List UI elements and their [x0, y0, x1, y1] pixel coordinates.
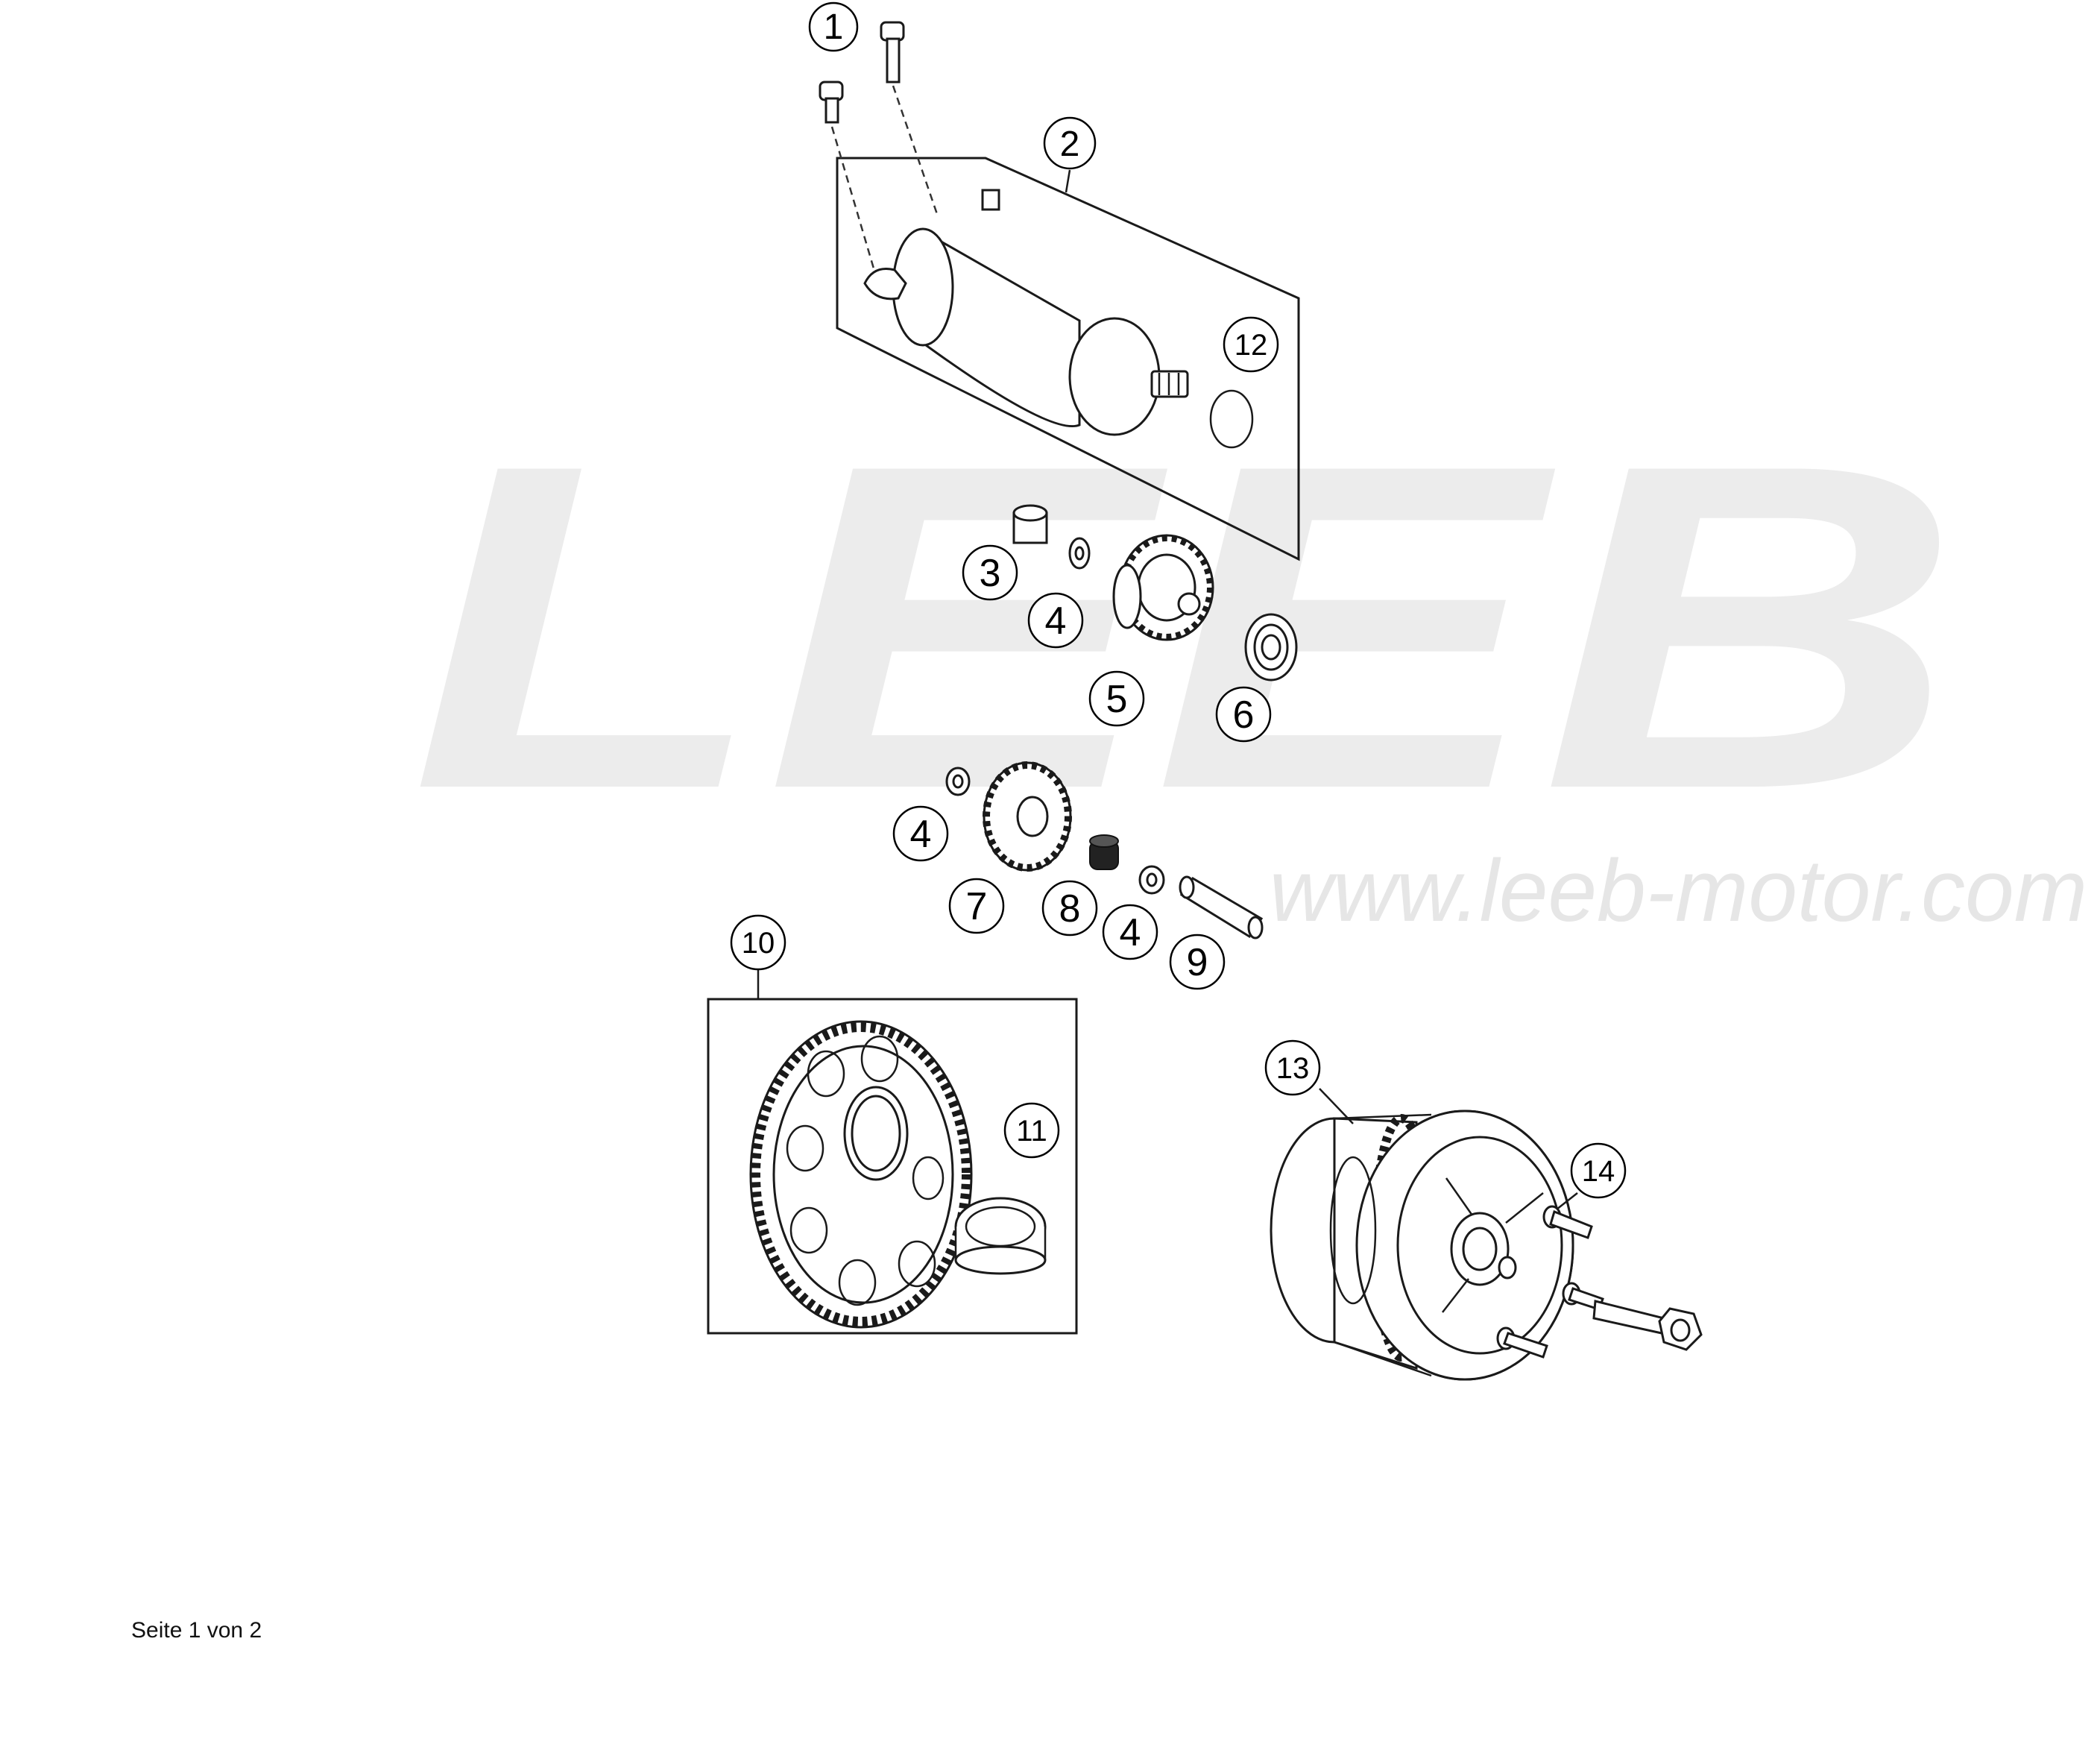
svg-text:1: 1: [824, 7, 844, 47]
flywheel-bolts: [1496, 1205, 1604, 1359]
starter-clutch-group-frame: [707, 998, 1078, 1335]
svg-text:10: 10: [742, 927, 775, 960]
svg-text:12: 12: [1235, 329, 1268, 362]
callout-9: 9: [1169, 934, 1226, 990]
callout-11: 11: [1003, 1102, 1060, 1159]
svg-text:7: 7: [966, 885, 988, 928]
bolt-right: [880, 21, 905, 84]
svg-text:4: 4: [1120, 911, 1141, 954]
callout-10: 10: [730, 914, 786, 971]
callout-2: 2: [1043, 116, 1097, 170]
svg-text:4: 4: [910, 813, 932, 856]
leader-2: [1065, 169, 1071, 193]
bolt-left: [819, 81, 844, 124]
callout-6: 6: [1215, 686, 1272, 743]
gear-shaft: [1179, 875, 1264, 939]
svg-text:3: 3: [980, 552, 1001, 595]
svg-text:6: 6: [1233, 693, 1255, 737]
svg-text:4: 4: [1045, 599, 1067, 643]
starter-gear: [983, 761, 1072, 872]
callout-13: 13: [1264, 1039, 1321, 1096]
callout-8: 8: [1041, 880, 1098, 937]
callout-12: 12: [1223, 316, 1279, 373]
svg-text:14: 14: [1582, 1155, 1615, 1188]
svg-text:13: 13: [1276, 1052, 1310, 1085]
leader-14: [1556, 1192, 1578, 1210]
svg-text:8: 8: [1059, 887, 1081, 931]
intermediate-gear: [1112, 534, 1214, 641]
needle-bearing: [1089, 834, 1119, 870]
flywheel-rotor: [1270, 1110, 1574, 1381]
watermark: LEEB www.leeb-motor.com: [410, 369, 2087, 940]
bushing: [1012, 504, 1048, 544]
callout-4b: 4: [892, 805, 949, 862]
starter-motor-group-frame: [836, 157, 1300, 561]
svg-text:9: 9: [1187, 941, 1208, 984]
callout-7: 7: [948, 878, 1005, 934]
page-number-label: Seite 1 von 2: [131, 1618, 262, 1643]
starter-clutch-gear: [749, 1020, 973, 1329]
callout-4c: 4: [1102, 904, 1158, 960]
leader-13: [1319, 1088, 1354, 1124]
flywheel-nut-bolt: [1592, 1300, 1703, 1351]
callout-1: 1: [808, 1, 859, 52]
clutch-sleeve: [954, 1197, 1047, 1275]
callout-14: 14: [1570, 1142, 1627, 1199]
svg-text:11: 11: [1016, 1115, 1047, 1148]
bolt-right-guide: [892, 85, 939, 217]
o-ring: [1209, 389, 1254, 449]
callout-5: 5: [1088, 670, 1145, 727]
watermark-url: www.leeb-motor.com: [1270, 842, 2087, 940]
callout-4a: 4: [1027, 592, 1084, 649]
bearing: [1244, 613, 1298, 682]
svg-text:2: 2: [1060, 125, 1080, 164]
svg-text:5: 5: [1106, 678, 1128, 721]
starter-motor: [863, 189, 1189, 436]
callout-3: 3: [962, 544, 1018, 601]
